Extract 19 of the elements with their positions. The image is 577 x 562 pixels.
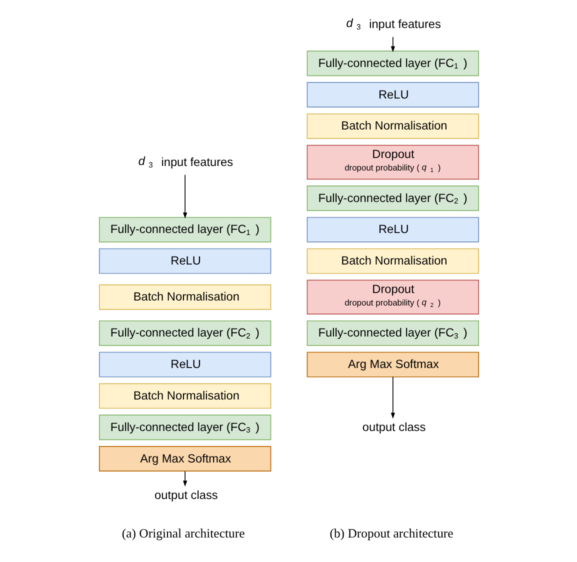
arrow xyxy=(182,174,187,218)
node-box: ReLU xyxy=(98,352,271,378)
node-box: Arg Max Softmax xyxy=(306,352,479,378)
node-box: ReLU xyxy=(98,248,271,274)
arrow xyxy=(390,36,394,52)
node-box: ReLU xyxy=(306,216,479,242)
node-box: Batch Normalisation xyxy=(98,383,271,409)
node-box: Batch Normalisation xyxy=(306,113,479,139)
node-text: d3 input features xyxy=(346,16,440,32)
label: (a) Original architecture xyxy=(121,526,244,541)
node-text: output class xyxy=(362,420,426,434)
node-box: ReLU xyxy=(306,82,479,108)
node-text: output class xyxy=(154,488,218,502)
arrow xyxy=(390,376,394,419)
node-box: Batch Normalisation xyxy=(98,284,271,310)
node-box: Arg Max Softmax xyxy=(98,446,271,472)
arrow xyxy=(182,470,187,487)
label: (b) Dropout architecture xyxy=(329,526,453,541)
node-box: Batch Normalisation xyxy=(306,248,479,274)
